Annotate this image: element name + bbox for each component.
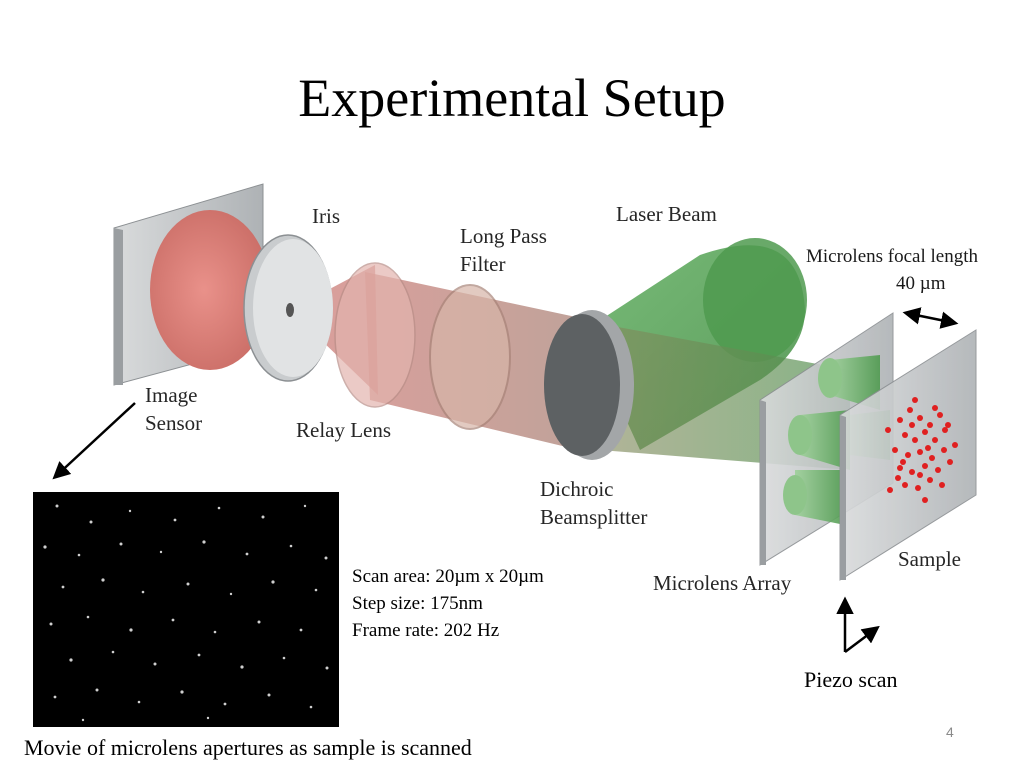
focal-length-arrow (902, 307, 959, 329)
label-sample: Sample (898, 547, 961, 571)
sensor-pointer-arrow (52, 402, 136, 480)
sample-particles (885, 397, 958, 503)
step-size-text: Step size: 175nm (352, 593, 483, 614)
sample-plate (839, 329, 977, 581)
label-focal-length-1: Microlens focal length (806, 246, 979, 267)
label-focal-length-2: 40 µm (896, 273, 946, 294)
label-microlens-array: Microlens Array (653, 571, 792, 595)
label-iris: Iris (312, 204, 340, 228)
label-relay-lens: Relay Lens (296, 418, 392, 442)
label-long-pass-2: Filter (460, 252, 506, 276)
label-long-pass-1: Long Pass (460, 224, 547, 248)
movie-caption: Movie of microlens apertures as sample i… (24, 735, 472, 760)
scan-parameters: Scan area: 20µm x 20µm Step size: 175nm … (352, 563, 544, 644)
dichroic-beamsplitter (544, 310, 634, 460)
aperture-dots (43, 504, 329, 722)
long-pass-filter (429, 284, 511, 430)
microlens-movie-frame (33, 492, 339, 727)
label-laser-beam: Laser Beam (616, 202, 717, 226)
scan-area-text: Scan area: 20µm x 20µm (352, 566, 544, 587)
piezo-scan-arrows (836, 596, 880, 653)
image-sensor (113, 183, 270, 386)
page-number: 4 (946, 724, 954, 740)
label-dichroic-2: Beamsplitter (540, 505, 648, 529)
label-piezo-scan: Piezo scan (804, 667, 898, 692)
label-dichroic-1: Dichroic (540, 477, 614, 501)
slide-title: Experimental Setup (298, 68, 726, 128)
relay-lens (334, 262, 416, 408)
iris (243, 234, 333, 382)
label-image-sensor-2: Sensor (145, 411, 203, 435)
label-image-sensor-1: Image (145, 383, 198, 407)
frame-rate-text: Frame rate: 202 Hz (352, 620, 500, 641)
